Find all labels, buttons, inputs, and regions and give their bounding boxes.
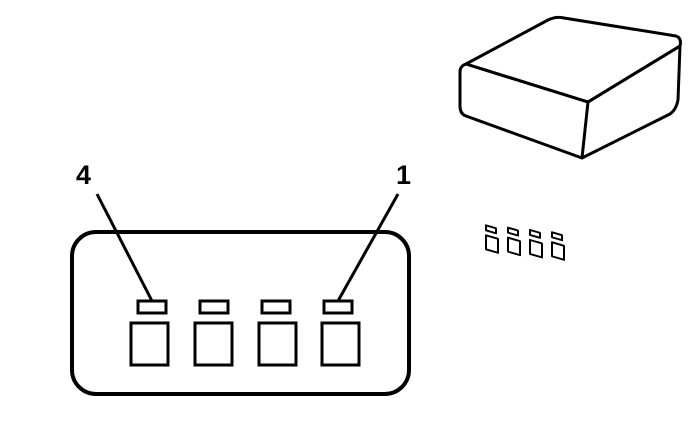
- connector-top-face: [464, 15, 682, 104]
- connector-face-view: 4 1: [70, 160, 411, 396]
- terminal-cavity-1: [320, 321, 361, 367]
- mini-pin-cavity: [507, 236, 521, 257]
- mini-pin-slot: [551, 231, 563, 242]
- terminal-slot-2: [260, 299, 292, 315]
- mini-pin-slot: [507, 226, 519, 237]
- pin-label-4: 4: [76, 160, 91, 190]
- pin-label-1: 1: [396, 160, 411, 190]
- leader-line-pin-1: [336, 193, 400, 302]
- terminal-slots: [136, 299, 354, 315]
- mini-pin-cavity: [485, 234, 499, 254]
- connector-isometric-view: [458, 15, 682, 261]
- terminal-cavities: [129, 321, 361, 367]
- terminal-slot-4: [136, 299, 168, 315]
- connector-side-face: [581, 44, 682, 160]
- mini-pin-cavity: [529, 238, 543, 259]
- connector-front-face: [458, 62, 590, 160]
- leader-line-pin-4: [95, 193, 154, 302]
- terminal-cavity-3: [193, 321, 234, 367]
- terminal-cavity-2: [257, 321, 298, 367]
- mini-pin-cavity: [551, 241, 565, 261]
- terminal-slot-1: [322, 299, 354, 315]
- terminal-cavity-4: [129, 321, 170, 367]
- mini-pins: [485, 224, 565, 261]
- connector-face-outline: [70, 230, 411, 396]
- mini-pin-slot: [529, 228, 541, 239]
- mini-pin-slot: [485, 224, 497, 235]
- terminal-slot-3: [198, 299, 230, 315]
